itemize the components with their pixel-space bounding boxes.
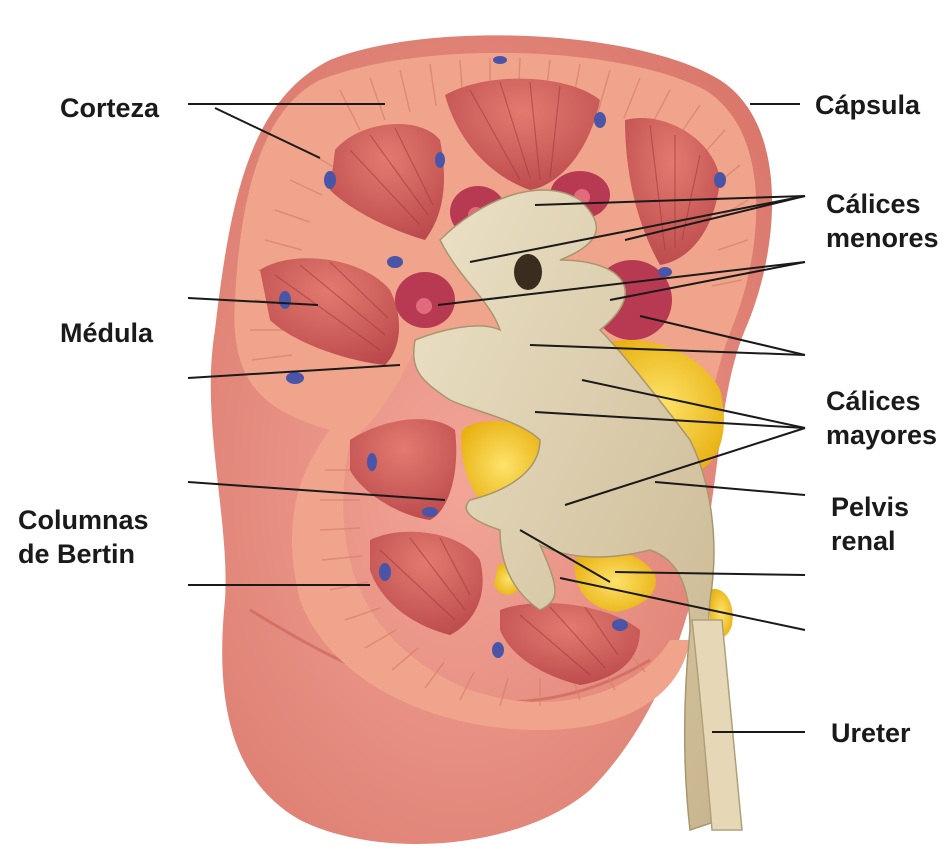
label-capsula: Cápsula: [815, 88, 920, 122]
label-columnas-line1: Columnas: [18, 503, 149, 537]
label-calices-menores: Cálices menores: [826, 187, 939, 255]
label-calices-mayores: Cálices mayores: [826, 384, 937, 452]
calyx-opening: [514, 254, 542, 290]
label-ureter: Ureter: [831, 716, 911, 750]
label-pelvis-renal-line2: renal: [831, 524, 909, 558]
label-medula: Médula: [60, 316, 153, 350]
label-corteza: Corteza: [60, 91, 159, 125]
label-pelvis-renal: Pelvis renal: [831, 490, 909, 558]
label-pelvis-renal-line1: Pelvis: [831, 490, 909, 524]
label-calices-mayores-line2: mayores: [826, 418, 937, 452]
label-calices-menores-line2: menores: [826, 221, 939, 255]
label-columnas-de-bertin: Columnas de Bertin: [18, 503, 149, 571]
label-calices-menores-line1: Cálices: [826, 187, 939, 221]
label-columnas-line2: de Bertin: [18, 537, 149, 571]
label-calices-mayores-line1: Cálices: [826, 384, 937, 418]
